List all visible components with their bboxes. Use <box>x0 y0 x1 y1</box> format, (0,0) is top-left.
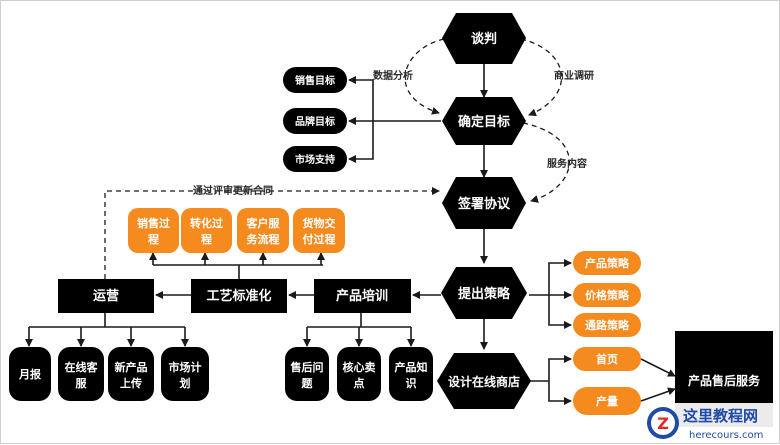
process-box-2: 转化过 程 <box>181 208 232 253</box>
edge-to-home <box>548 355 572 381</box>
training-item-1-line1: 售后问 <box>290 360 324 374</box>
process-box-4-line1: 货物交 <box>302 216 336 230</box>
process-box-1-line2: 程 <box>148 232 159 246</box>
edge-to-sales-target <box>348 76 441 122</box>
training-item-1: 售后问 题 <box>285 347 329 401</box>
market-support-label: 市场支持 <box>295 153 335 166</box>
dashed-links <box>104 38 570 279</box>
node-sign: 签署协议 <box>442 177 526 229</box>
dashed-business-research <box>520 38 563 117</box>
strategy-channel: 通路策略 <box>573 313 641 337</box>
op-item-4-line1: 市场计 <box>169 360 202 374</box>
training-item-2: 核心卖 点 <box>337 347 381 401</box>
watermark: Z 这里教程网 herecours.com <box>643 403 779 443</box>
node-market-support: 市场支持 <box>283 146 347 172</box>
process-box-3: 客户服 务流程 <box>237 208 289 253</box>
strategy-product-label: 产品策略 <box>585 256 630 270</box>
after-sales-service-label: 产品售后服务 <box>688 373 761 388</box>
process-box-2-line1: 转化过 <box>190 216 223 230</box>
review-contract-label: 通过评审更新合同 <box>193 184 273 197</box>
node-operation: 运营 <box>58 279 154 313</box>
training-item-2-line2: 点 <box>354 376 365 390</box>
node-targets: 确定目标 <box>442 97 526 145</box>
edge-to-product-strategy <box>548 259 572 295</box>
strategy-price: 价格策略 <box>573 283 641 307</box>
operation-label: 运营 <box>93 288 119 304</box>
edge-to-output <box>548 381 572 405</box>
process-box-3-line2: 务流程 <box>247 232 280 246</box>
strategy-label: 提出策略 <box>458 286 511 302</box>
dashed-data-analysis <box>404 38 445 115</box>
node-sales-target: 销售目标 <box>283 67 347 93</box>
strategy-product: 产品策略 <box>573 251 641 275</box>
dashed-review-contract <box>104 187 440 279</box>
dashed-service-content <box>522 122 570 203</box>
op-item-3-line1: 新产品 <box>115 360 148 374</box>
strategy-price-label: 价格策略 <box>585 288 630 302</box>
store-item-home-label: 首页 <box>596 352 618 366</box>
op-item-3: 新产品 上传 <box>108 347 154 401</box>
sign-label: 签署协议 <box>457 196 511 212</box>
store-item-output: 产量 <box>573 387 641 415</box>
op-item-1: 月报 <box>9 347 51 401</box>
process-box-4: 货物交 付过程 <box>293 208 345 253</box>
edge-output-to-service <box>640 387 676 402</box>
watermark-logo-icon: Z <box>647 407 679 439</box>
edge-to-market-support <box>348 121 374 163</box>
op-item-3-line2: 上传 <box>120 376 142 390</box>
store-item-home: 首页 <box>573 347 641 371</box>
op-item-4-line2: 划 <box>180 376 191 390</box>
training-item-3-line1: 产品知 <box>395 360 428 374</box>
op-item-2-line1: 在线客 <box>65 360 99 374</box>
training-item-3-line2: 识 <box>406 377 417 390</box>
negotiate-label: 谈判 <box>471 31 497 47</box>
watermark-url: herecours.com <box>689 430 763 441</box>
edge-to-channel-strategy <box>548 295 572 329</box>
node-negotiate: 谈判 <box>442 13 526 64</box>
sales-target-label: 销售目标 <box>295 74 335 87</box>
process-box-3-line1: 客户服 <box>246 216 281 230</box>
brand-target-label: 品牌目标 <box>295 115 335 128</box>
process-box-4-line2: 付过程 <box>303 232 336 246</box>
targets-label: 确定目标 <box>458 114 510 130</box>
store-item-output-label: 产量 <box>596 394 618 408</box>
op-item-2-line2: 服 <box>76 377 88 390</box>
node-strategy: 提出策略 <box>441 267 527 319</box>
node-brand-target: 品牌目标 <box>283 108 347 134</box>
node-process-std: 工艺标准化 <box>191 279 287 313</box>
training-item-1-line2: 题 <box>302 377 314 390</box>
process-box-2-line2: 程 <box>201 232 212 246</box>
training-item-3: 产品知 识 <box>389 347 433 401</box>
edge-home-to-service <box>640 358 676 377</box>
process-std-label: 工艺标准化 <box>206 288 271 304</box>
business-research-label: 商业调研 <box>554 69 594 82</box>
connectors <box>25 64 676 405</box>
process-box-1: 销售过 程 <box>128 208 179 253</box>
service-content-label: 服务内容 <box>547 157 587 170</box>
data-analysis-label: 数据分析 <box>373 69 413 82</box>
node-design: 设计在线商店 <box>437 353 531 409</box>
process-box-1-line1: 销售过 <box>137 216 170 230</box>
strategy-channel-label: 通路策略 <box>585 318 630 332</box>
op-item-1-line1: 月报 <box>18 367 42 381</box>
training-label: 产品培训 <box>336 288 388 304</box>
op-item-2: 在线客 服 <box>58 347 104 401</box>
op-item-4: 市场计 划 <box>161 347 209 401</box>
training-item-2-line1: 核心卖 <box>343 360 376 374</box>
watermark-title: 这里教程网 <box>683 407 758 425</box>
node-training: 产品培训 <box>314 279 411 313</box>
watermark-logo-letter: Z <box>657 414 669 433</box>
design-label: 设计在线商店 <box>448 374 520 389</box>
